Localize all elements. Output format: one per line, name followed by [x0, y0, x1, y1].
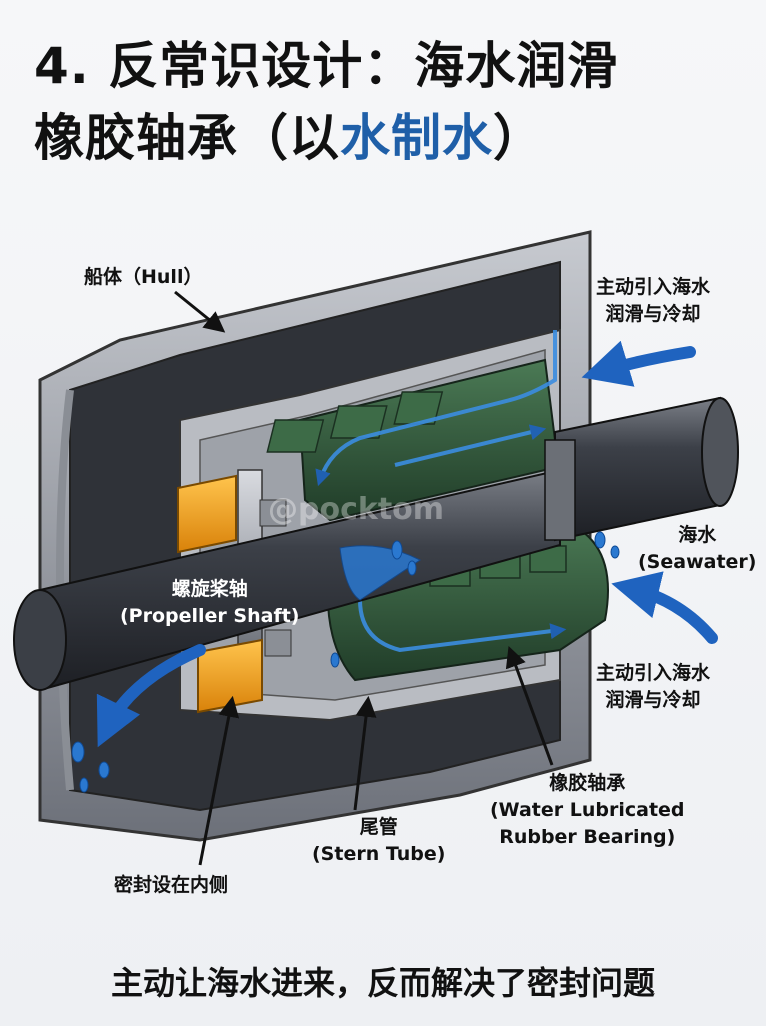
label-hull: 船体（Hull） — [84, 266, 203, 288]
label-inlet-bottom: 主动引入海水 润滑与冷却 — [596, 660, 710, 714]
label-inlet-bottom-line1: 主动引入海水 — [596, 662, 711, 684]
label-bearing-cn: 橡胶轴承 — [549, 772, 626, 794]
page-title: 4. 反常识设计：海水润滑 橡胶轴承（以水制水） — [34, 30, 618, 174]
label-stern-en: (Stern Tube) — [312, 843, 446, 865]
label-stern-tube: 尾管 (Stern Tube) — [312, 814, 445, 868]
label-bearing-en-line1: (Water Lubricated — [490, 799, 685, 821]
watermark-text: @pocktom — [268, 492, 445, 527]
title-line-1: 4. 反常识设计：海水润滑 — [34, 37, 619, 95]
seal-rings — [177, 474, 292, 714]
label-seawater-cn: 海水 — [678, 524, 717, 546]
label-seawater: 海水 (Seawater) — [638, 522, 756, 576]
water-drips — [71, 531, 620, 793]
label-inlet-top: 主动引入海水 润滑与冷却 — [596, 274, 710, 328]
title-line-2-suffix: ） — [493, 109, 544, 167]
seawater-inflow-arrows — [96, 340, 718, 748]
label-stern-cn: 尾管 — [359, 816, 398, 838]
label-inlet-bottom-line2: 润滑与冷却 — [605, 689, 701, 711]
label-shaft-en: (Propeller Shaft) — [120, 605, 300, 627]
title-line-2: 橡胶轴承（以水制水） — [34, 102, 618, 174]
label-inlet-top-line1: 主动引入海水 — [596, 276, 711, 298]
label-shaft: 螺旋桨轴 (Propeller Shaft) — [120, 576, 299, 630]
label-bearing-en-line2: Rubber Bearing) — [499, 826, 676, 848]
propeller-shaft — [13, 396, 739, 692]
label-seawater-en: (Seawater) — [638, 551, 757, 573]
label-shaft-cn: 螺旋桨轴 — [171, 578, 248, 600]
title-line-2-prefix: 橡胶轴承（以 — [34, 109, 340, 167]
label-bearing: 橡胶轴承 (Water Lubricated Rubber Bearing) — [490, 770, 685, 851]
label-leaders — [174, 290, 554, 866]
bottom-caption: 主动让海水进来，反而解决了密封问题 — [110, 964, 655, 1002]
title-accent: 水制水 — [340, 109, 493, 167]
label-inlet-top-line2: 润滑与冷却 — [605, 303, 701, 325]
label-seal: 密封设在内侧 — [114, 874, 229, 896]
